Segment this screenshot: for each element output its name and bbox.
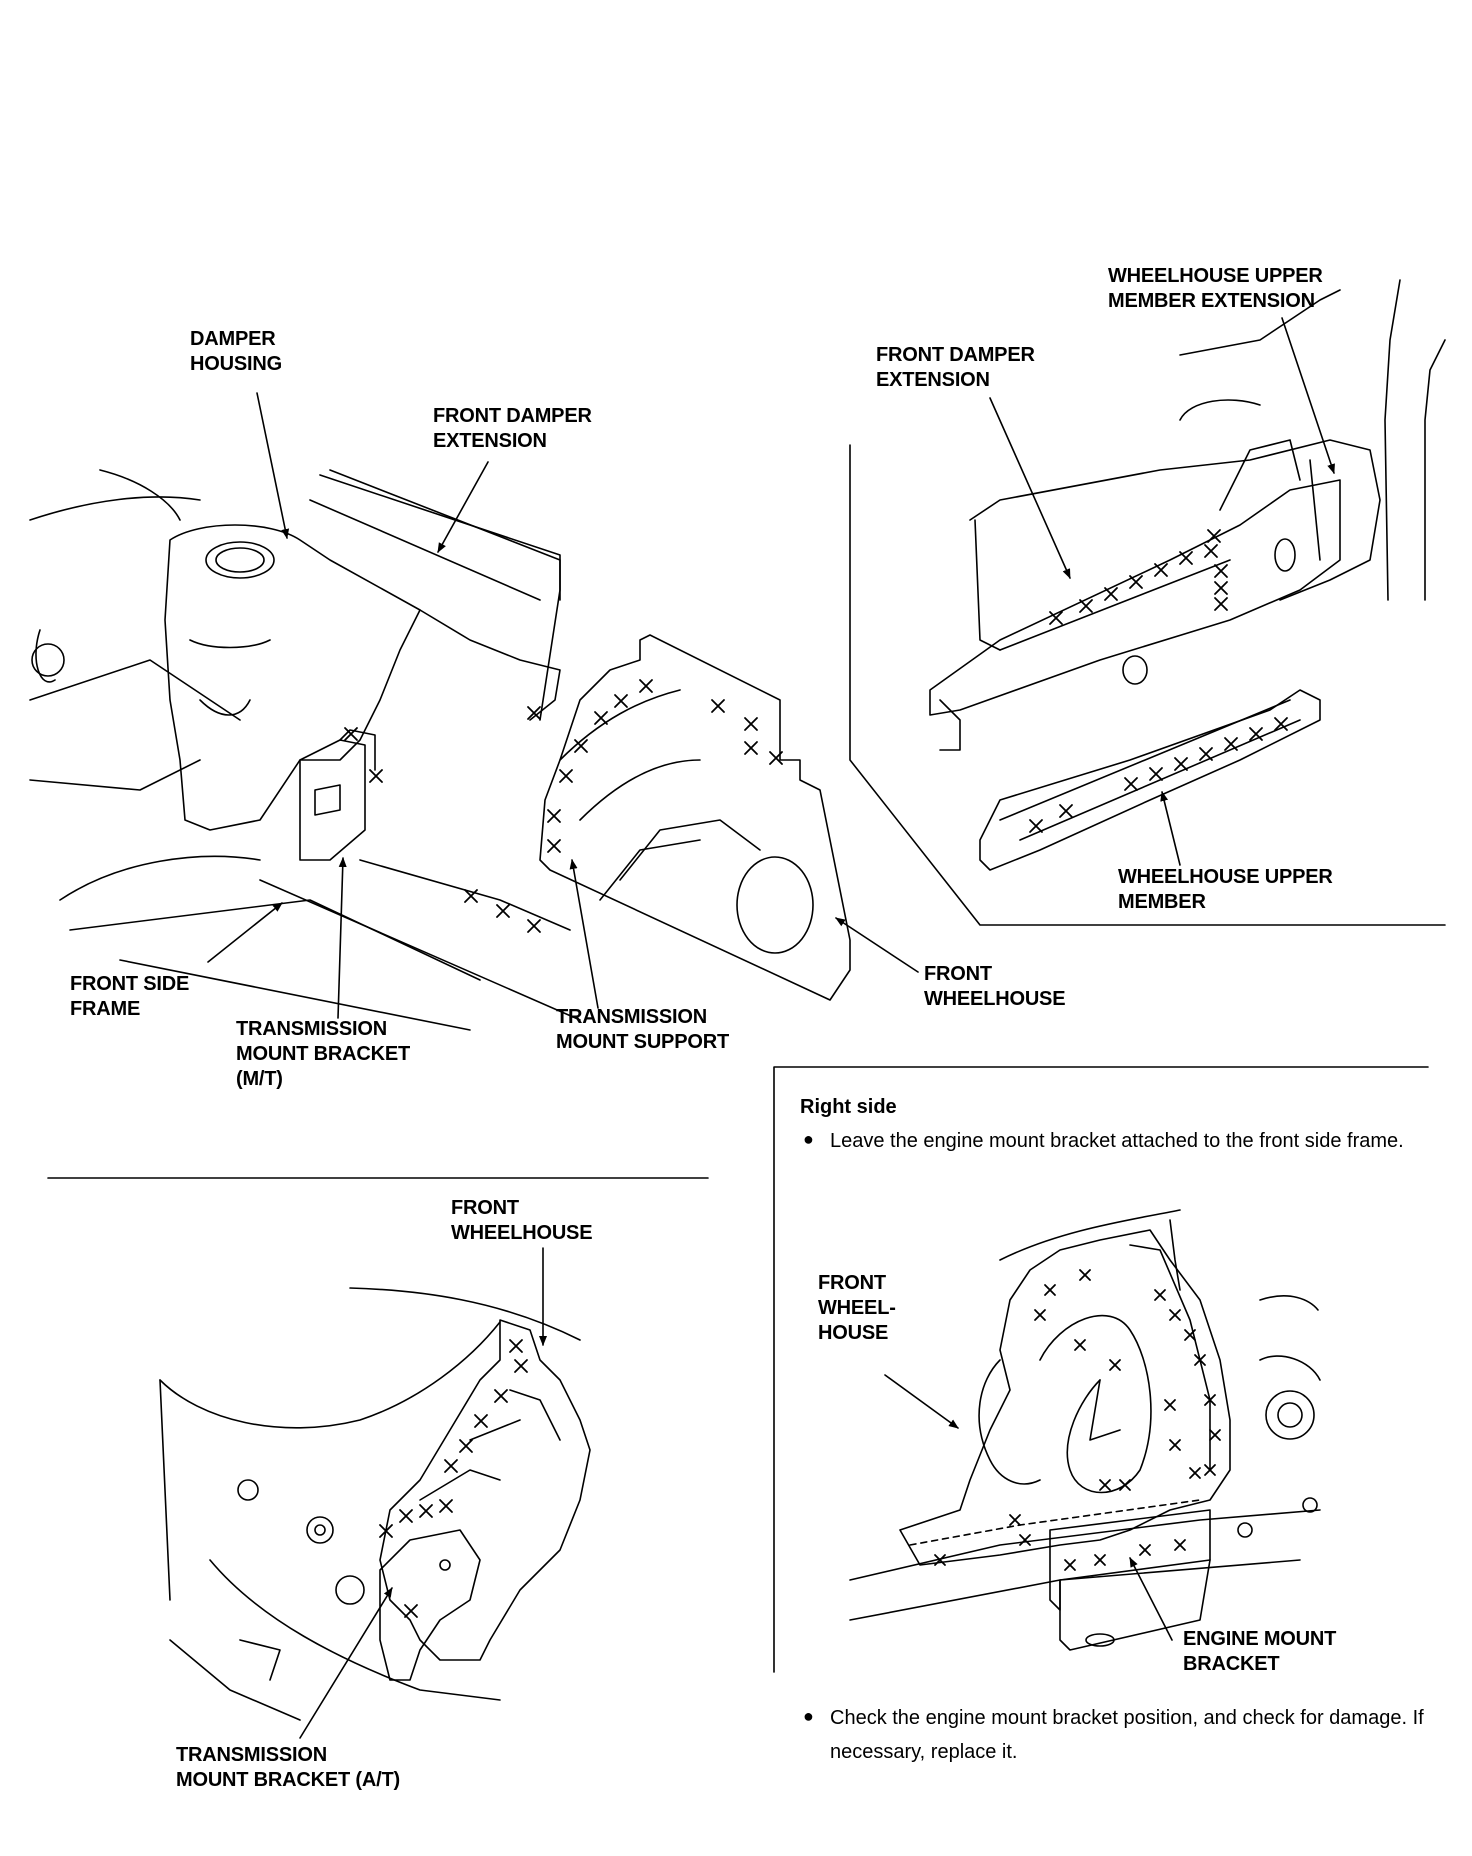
figure1-drawing xyxy=(29,469,581,1031)
figure3-drawing xyxy=(159,1287,591,1721)
bullet-icon: ● xyxy=(803,1129,814,1149)
label-front-wheel-house: FRONT WHEEL- HOUSE xyxy=(818,1272,896,1344)
label-front-damper-extension-left: FRONT DAMPER EXTENSION xyxy=(433,405,592,452)
label-wheelhouse-upper-member-extension: WHEELHOUSE UPPER MEMBER EXTENSION xyxy=(1108,265,1323,312)
right-side-note-1: Leave the engine mount bracket attached … xyxy=(830,1130,1404,1152)
divider-right-box xyxy=(773,1066,1429,1673)
label-transmission-mount-bracket-at: TRANSMISSION MOUNT BRACKET (A/T) xyxy=(176,1744,400,1791)
label-transmission-mount-support: TRANSMISSION MOUNT SUPPORT xyxy=(556,1006,729,1053)
label-damper-housing: DAMPER HOUSING xyxy=(190,328,282,375)
figure1-support-drawing xyxy=(539,634,851,1001)
label-engine-mount-bracket: ENGINE MOUNT BRACKET xyxy=(1183,1628,1337,1675)
label-front-damper-extension-right: FRONT DAMPER EXTENSION xyxy=(876,344,1035,391)
label-front-wheelhouse-bottom: FRONT WHEELHOUSE xyxy=(451,1197,593,1244)
leader-arrows xyxy=(207,317,1335,1739)
figure4-drawing xyxy=(849,1209,1321,1651)
bullet-icon: ● xyxy=(803,1706,814,1726)
label-front-wheelhouse-top: FRONT WHEELHOUSE xyxy=(924,963,1066,1010)
label-transmission-mount-bracket-mt: TRANSMISSION MOUNT BRACKET (M/T) xyxy=(236,1018,411,1090)
right-side-title: Right side xyxy=(800,1096,897,1118)
label-wheelhouse-upper-member: WHEELHOUSE UPPER MEMBER xyxy=(1118,866,1333,913)
right-side-note-2: Check the engine mount bracket position,… xyxy=(830,1707,1424,1763)
figure2-drawing xyxy=(849,279,1446,926)
label-front-side-frame: FRONT SIDE FRAME xyxy=(70,973,190,1020)
